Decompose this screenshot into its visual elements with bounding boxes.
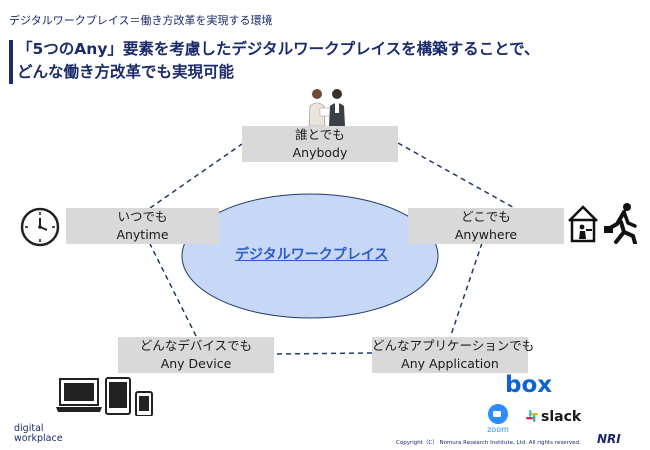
node-anybody-ja: 誰とでも: [295, 127, 345, 142]
edge-anydevice-anytime: [149, 243, 197, 337]
section-kicker: デジタルワークプレイス＝働き方改革を実現する環境: [9, 14, 273, 27]
edge-anybody-anywhere: [397, 142, 519, 211]
slack-hash-icon: [526, 410, 538, 422]
copyright-text: Copyright（C） Nomura Research Institute, …: [396, 440, 581, 446]
slack-logo: slack: [526, 409, 581, 425]
node-anywhere: どこでも Anywhere: [408, 208, 564, 244]
business-people-icon: [308, 89, 345, 126]
edge-anyapplication-anydevice: [273, 352, 373, 355]
clock-icon: [20, 207, 60, 247]
nri-logo: NRI: [597, 432, 621, 446]
node-anytime: いつでも Anytime: [66, 208, 219, 244]
edge-anywhere-anyapplication: [449, 242, 483, 339]
node-anytime-ja: いつでも: [117, 209, 168, 224]
slide-title-line-1: 「5つのAny」要素を考慮したデジタルワークプレイスを構築することで、: [17, 40, 540, 58]
digital-workplace-logo-line-1: digital: [14, 423, 44, 434]
slide-title-line-2: どんな働き方改革でも実現可能: [17, 63, 235, 81]
center-label: デジタルワークプレイス: [235, 247, 389, 263]
node-anydevice-en: Any Device: [160, 356, 232, 371]
slide-title: 「5つのAny」要素を考慮したデジタルワークプレイスを構築することで、 どんな働…: [17, 38, 540, 84]
zoom-camera-icon: [488, 404, 508, 424]
center-ellipse: [181, 193, 439, 319]
box-logo: box: [505, 372, 553, 398]
tablet-icon: [105, 377, 131, 415]
smartphone-icon: [135, 391, 153, 416]
edge-anytime-anybody: [149, 143, 243, 209]
laptop-icon: [56, 378, 102, 412]
node-anybody-en: Anybody: [292, 145, 348, 160]
devices-icon: [56, 377, 153, 416]
node-anydevice: どんなデバイスでも Any Device: [118, 337, 274, 373]
node-anydevice-ja: どんなデバイスでも: [139, 338, 253, 353]
zoom-logo: zoom: [485, 404, 511, 434]
digital-workplace-logo-line-2: workplace: [14, 433, 63, 444]
digital-workplace-logo: digital workplace: [14, 424, 63, 444]
slack-logo-text: slack: [541, 409, 582, 425]
home-office-icon: [568, 205, 598, 243]
title-accent-bar: [9, 40, 13, 84]
node-anywhere-en: Anywhere: [454, 227, 518, 242]
node-anytime-en: Anytime: [116, 227, 169, 242]
node-anybody: 誰とでも Anybody: [242, 126, 398, 162]
zoom-logo-text: zoom: [487, 425, 509, 434]
node-anyapplication: どんなアプリケーションでも Any Application: [372, 337, 535, 373]
node-anyapplication-en: Any Application: [401, 356, 499, 371]
node-anywhere-ja: どこでも: [461, 209, 511, 224]
node-anyapplication-ja: どんなアプリケーションでも: [372, 338, 535, 353]
running-commuter-icon: [604, 203, 637, 244]
